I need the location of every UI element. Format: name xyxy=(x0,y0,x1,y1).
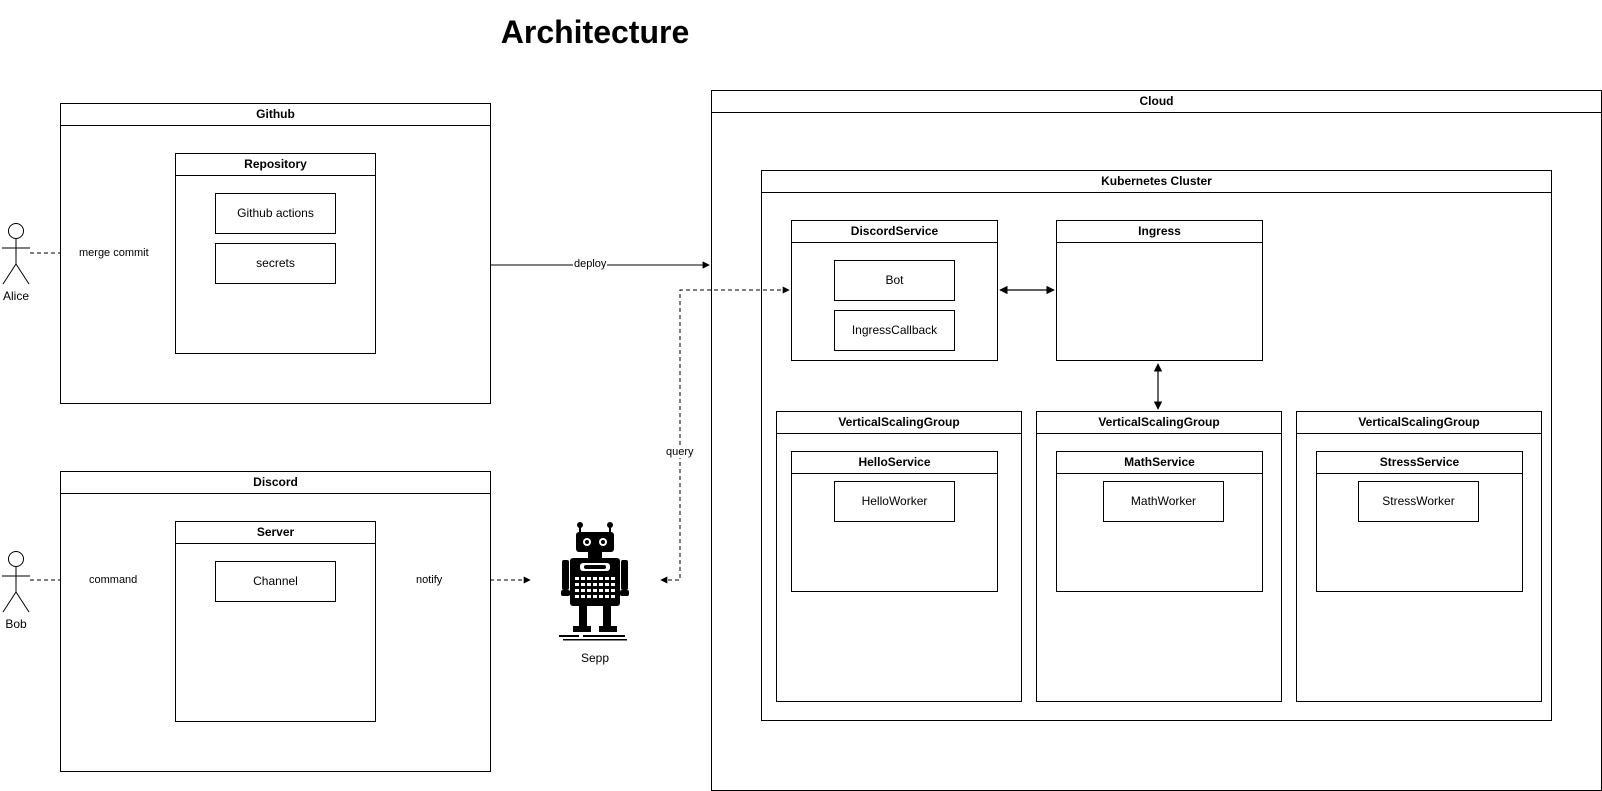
command-label: command xyxy=(88,574,139,586)
kubernetes-cluster-title: Kubernetes Cluster xyxy=(762,171,1551,193)
github-title: Github xyxy=(61,104,490,126)
stress-service-title: StressService xyxy=(1317,452,1522,474)
hello-worker-box[interactable]: HelloWorker xyxy=(834,481,955,522)
stress-worker-box[interactable]: StressWorker xyxy=(1358,481,1479,522)
discord-service-title: DiscordService xyxy=(792,221,997,243)
vertical-scaling-group-title: VerticalScalingGroup xyxy=(1037,412,1281,434)
server-title: Server xyxy=(176,522,375,544)
hello-service-title: HelloService xyxy=(792,452,997,474)
hello-service-container[interactable]: HelloService xyxy=(791,451,998,592)
query-label: query xyxy=(665,446,695,458)
ingress-title: Ingress xyxy=(1057,221,1262,243)
vertical-scaling-group-title: VerticalScalingGroup xyxy=(1297,412,1541,434)
vertical-scaling-group-title: VerticalScalingGroup xyxy=(777,412,1021,434)
bob-label: Bob xyxy=(5,617,27,631)
deploy-label: deploy xyxy=(573,258,608,270)
cloud-title: Cloud xyxy=(712,91,1601,113)
alice-actor-icon xyxy=(2,223,30,285)
secrets-box[interactable]: secrets xyxy=(215,243,336,284)
channel-box[interactable]: Channel xyxy=(215,561,336,602)
alice-label: Alice xyxy=(2,289,29,303)
ingress-callback-box[interactable]: IngressCallback xyxy=(834,310,955,351)
diagram-title: Architecture xyxy=(500,14,690,50)
discord-title: Discord xyxy=(61,472,490,494)
math-service-title: MathService xyxy=(1057,452,1262,474)
bob-actor-icon xyxy=(2,551,30,613)
robot-icon xyxy=(559,522,629,641)
sepp-label: Sepp xyxy=(580,651,610,665)
notify-label: notify xyxy=(415,574,444,586)
math-service-container[interactable]: MathService xyxy=(1056,451,1263,592)
repository-title: Repository xyxy=(176,154,375,176)
merge-commit-label: merge commit xyxy=(78,247,150,259)
math-worker-box[interactable]: MathWorker xyxy=(1103,481,1224,522)
server-container[interactable]: Server xyxy=(175,521,376,722)
ingress-container[interactable]: Ingress xyxy=(1056,220,1263,361)
bot-box[interactable]: Bot xyxy=(834,260,955,301)
github-actions-box[interactable]: Github actions xyxy=(215,193,336,234)
